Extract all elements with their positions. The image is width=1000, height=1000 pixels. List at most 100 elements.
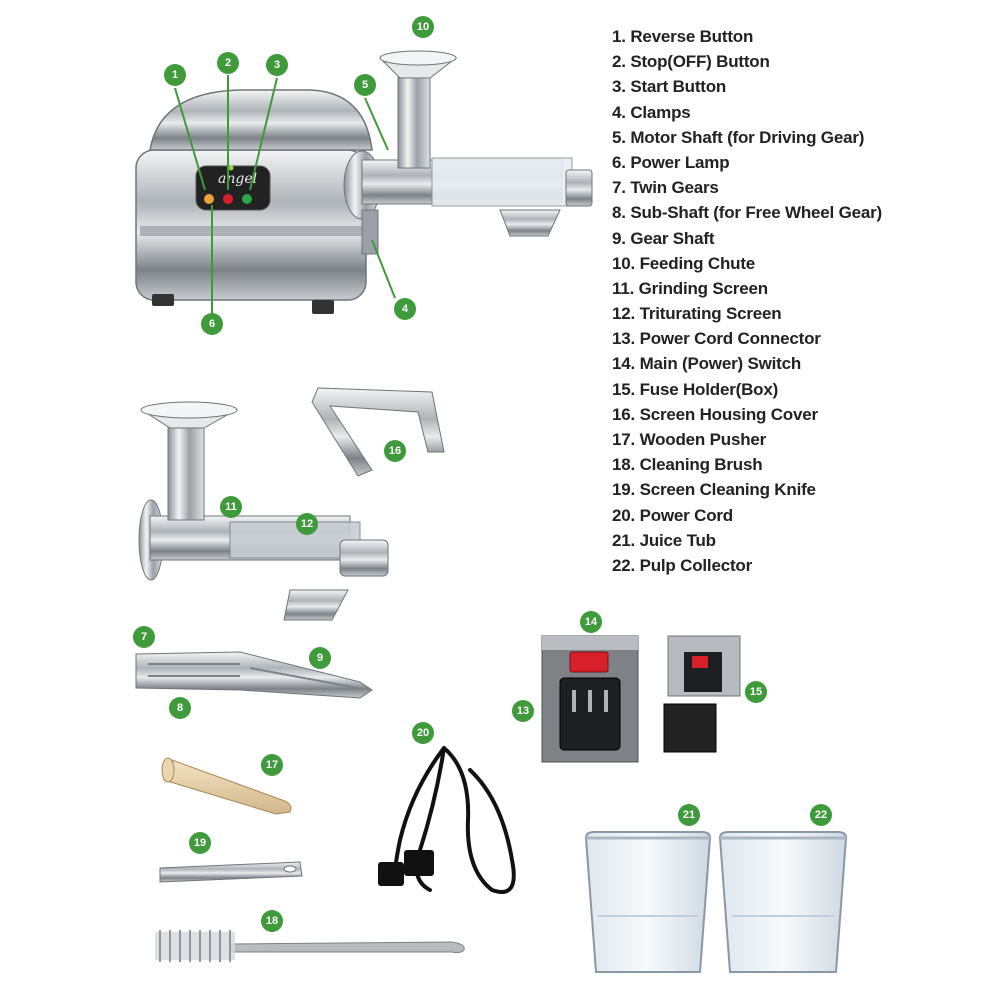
parts-list-item: 10. Feeding Chute — [612, 251, 882, 276]
parts-list-item: 21. Juice Tub — [612, 528, 882, 553]
callout-badge-13: 13 — [512, 700, 534, 722]
part-number: 11. — [612, 278, 635, 298]
part-name: Stop(OFF) Button — [630, 52, 770, 72]
stop-button — [223, 194, 233, 204]
screen-housing-cover — [311, 387, 445, 477]
parts-list-item: 2. Stop(OFF) Button — [612, 49, 882, 74]
callout-badge-18: 18 — [261, 910, 283, 932]
parts-list-item: 9. Gear Shaft — [612, 226, 882, 251]
callout-badge-12: 12 — [296, 513, 318, 535]
callout-badge-4: 4 — [394, 298, 416, 320]
part-name: Fuse Holder(Box) — [639, 379, 779, 399]
part-name: Start Button — [630, 77, 727, 97]
part-name: Reverse Button — [630, 27, 754, 46]
parts-list-item: 5. Motor Shaft (for Driving Gear) — [612, 125, 882, 150]
part-number: 21. — [612, 530, 636, 550]
part-number: 18. — [612, 455, 636, 475]
cleaning-brush — [155, 930, 465, 962]
part-name: Cleaning Brush — [639, 455, 763, 475]
callout-badge-1: 1 — [164, 64, 186, 86]
leader-lines — [174, 75, 396, 314]
callout-badge-20: 20 — [412, 722, 434, 744]
part-number: 3. — [612, 77, 626, 97]
part-name: Screen Housing Cover — [639, 404, 819, 424]
twin-gears — [135, 651, 373, 699]
callout-badge-10: 10 — [412, 16, 434, 38]
parts-list: 1. Reverse Button 2. Stop(OFF) Button 3.… — [612, 24, 882, 578]
callout-badge-8: 8 — [169, 697, 191, 719]
callout-badge-9: 9 — [309, 647, 331, 669]
part-name: Power Cord — [639, 505, 734, 525]
part-number: 19. — [612, 480, 636, 500]
part-name: Feeding Chute — [639, 253, 756, 273]
part-number: 8. — [612, 203, 626, 223]
screen-cleaning-knife — [159, 861, 303, 883]
part-name: Wooden Pusher — [639, 430, 767, 449]
parts-list-item: 3. Start Button — [612, 74, 882, 99]
part-number: 14. — [612, 354, 636, 374]
part-name: Power Lamp — [630, 152, 730, 172]
callout-badge-19: 19 — [189, 832, 211, 854]
part-number: 9. — [612, 228, 626, 248]
juicer-main-unit: angel — [135, 50, 593, 314]
part-name: Motor Shaft (for Driving Gear) — [630, 127, 865, 147]
callout-badge-22: 22 — [810, 804, 832, 826]
part-number: 20. — [612, 505, 636, 525]
parts-list-item: 20. Power Cord — [612, 503, 882, 528]
parts-list-item: 6. Power Lamp — [612, 150, 882, 175]
callout-badge-14: 14 — [580, 611, 602, 633]
callout-badge-6: 6 — [201, 313, 223, 335]
parts-list-item: 1. Reverse Button — [612, 24, 882, 49]
part-name: Clamps — [630, 102, 691, 122]
parts-list-item: 17. Wooden Pusher — [612, 427, 882, 452]
part-number: 13. — [612, 329, 636, 349]
part-number: 2. — [612, 52, 626, 72]
part-number: 12. — [612, 304, 636, 324]
parts-list-item: 4. Clamps — [612, 100, 882, 125]
main-power-switch — [569, 651, 609, 673]
part-number: 1. — [612, 27, 626, 46]
callout-badge-16: 16 — [384, 440, 406, 462]
parts-list-item: 14. Main (Power) Switch — [612, 351, 882, 376]
callout-badge-21: 21 — [678, 804, 700, 826]
part-number: 16. — [612, 404, 636, 424]
callout-badge-11: 11 — [220, 496, 242, 518]
callout-badge-5: 5 — [354, 74, 376, 96]
part-name: Twin Gears — [630, 178, 719, 198]
part-name: Grinding Screen — [638, 278, 768, 298]
callout-badge-15: 15 — [745, 681, 767, 703]
parts-list-item: 15. Fuse Holder(Box) — [612, 377, 882, 402]
parts-list-item: 11. Grinding Screen — [612, 276, 882, 301]
callout-badge-17: 17 — [261, 754, 283, 776]
part-name: Screen Cleaning Knife — [639, 480, 816, 500]
fuse-holder — [663, 635, 741, 753]
part-number: 5. — [612, 127, 626, 147]
parts-list-item: 18. Cleaning Brush — [612, 452, 882, 477]
part-name: Power Cord Connector — [639, 329, 821, 349]
part-name: Gear Shaft — [630, 228, 715, 248]
parts-list-item: 7. Twin Gears — [612, 175, 882, 200]
start-button — [242, 194, 252, 204]
parts-list-item: 22. Pulp Collector — [612, 553, 882, 578]
power-lamp — [228, 165, 234, 171]
part-number: 22. — [612, 555, 636, 575]
parts-list-item: 16. Screen Housing Cover — [612, 402, 882, 427]
part-number: 6. — [612, 152, 626, 172]
parts-list-item: 19. Screen Cleaning Knife — [612, 477, 882, 502]
part-number: 10. — [612, 253, 636, 273]
callout-badge-7: 7 — [133, 626, 155, 648]
part-name: Triturating Screen — [639, 304, 782, 324]
callout-badge-3: 3 — [266, 54, 288, 76]
screen-assembly — [138, 401, 389, 621]
part-name: Main (Power) Switch — [639, 354, 802, 374]
callout-badge-2: 2 — [217, 52, 239, 74]
part-name: Sub-Shaft (for Free Wheel Gear) — [630, 203, 882, 223]
parts-list-item: 8. Sub-Shaft (for Free Wheel Gear) — [612, 200, 882, 225]
reverse-button — [204, 194, 214, 204]
part-number: 7. — [612, 178, 626, 198]
part-name: Pulp Collector — [639, 555, 753, 575]
power-cord-connector — [559, 677, 621, 751]
wooden-pusher — [161, 757, 292, 815]
pulp-collector — [718, 831, 848, 973]
